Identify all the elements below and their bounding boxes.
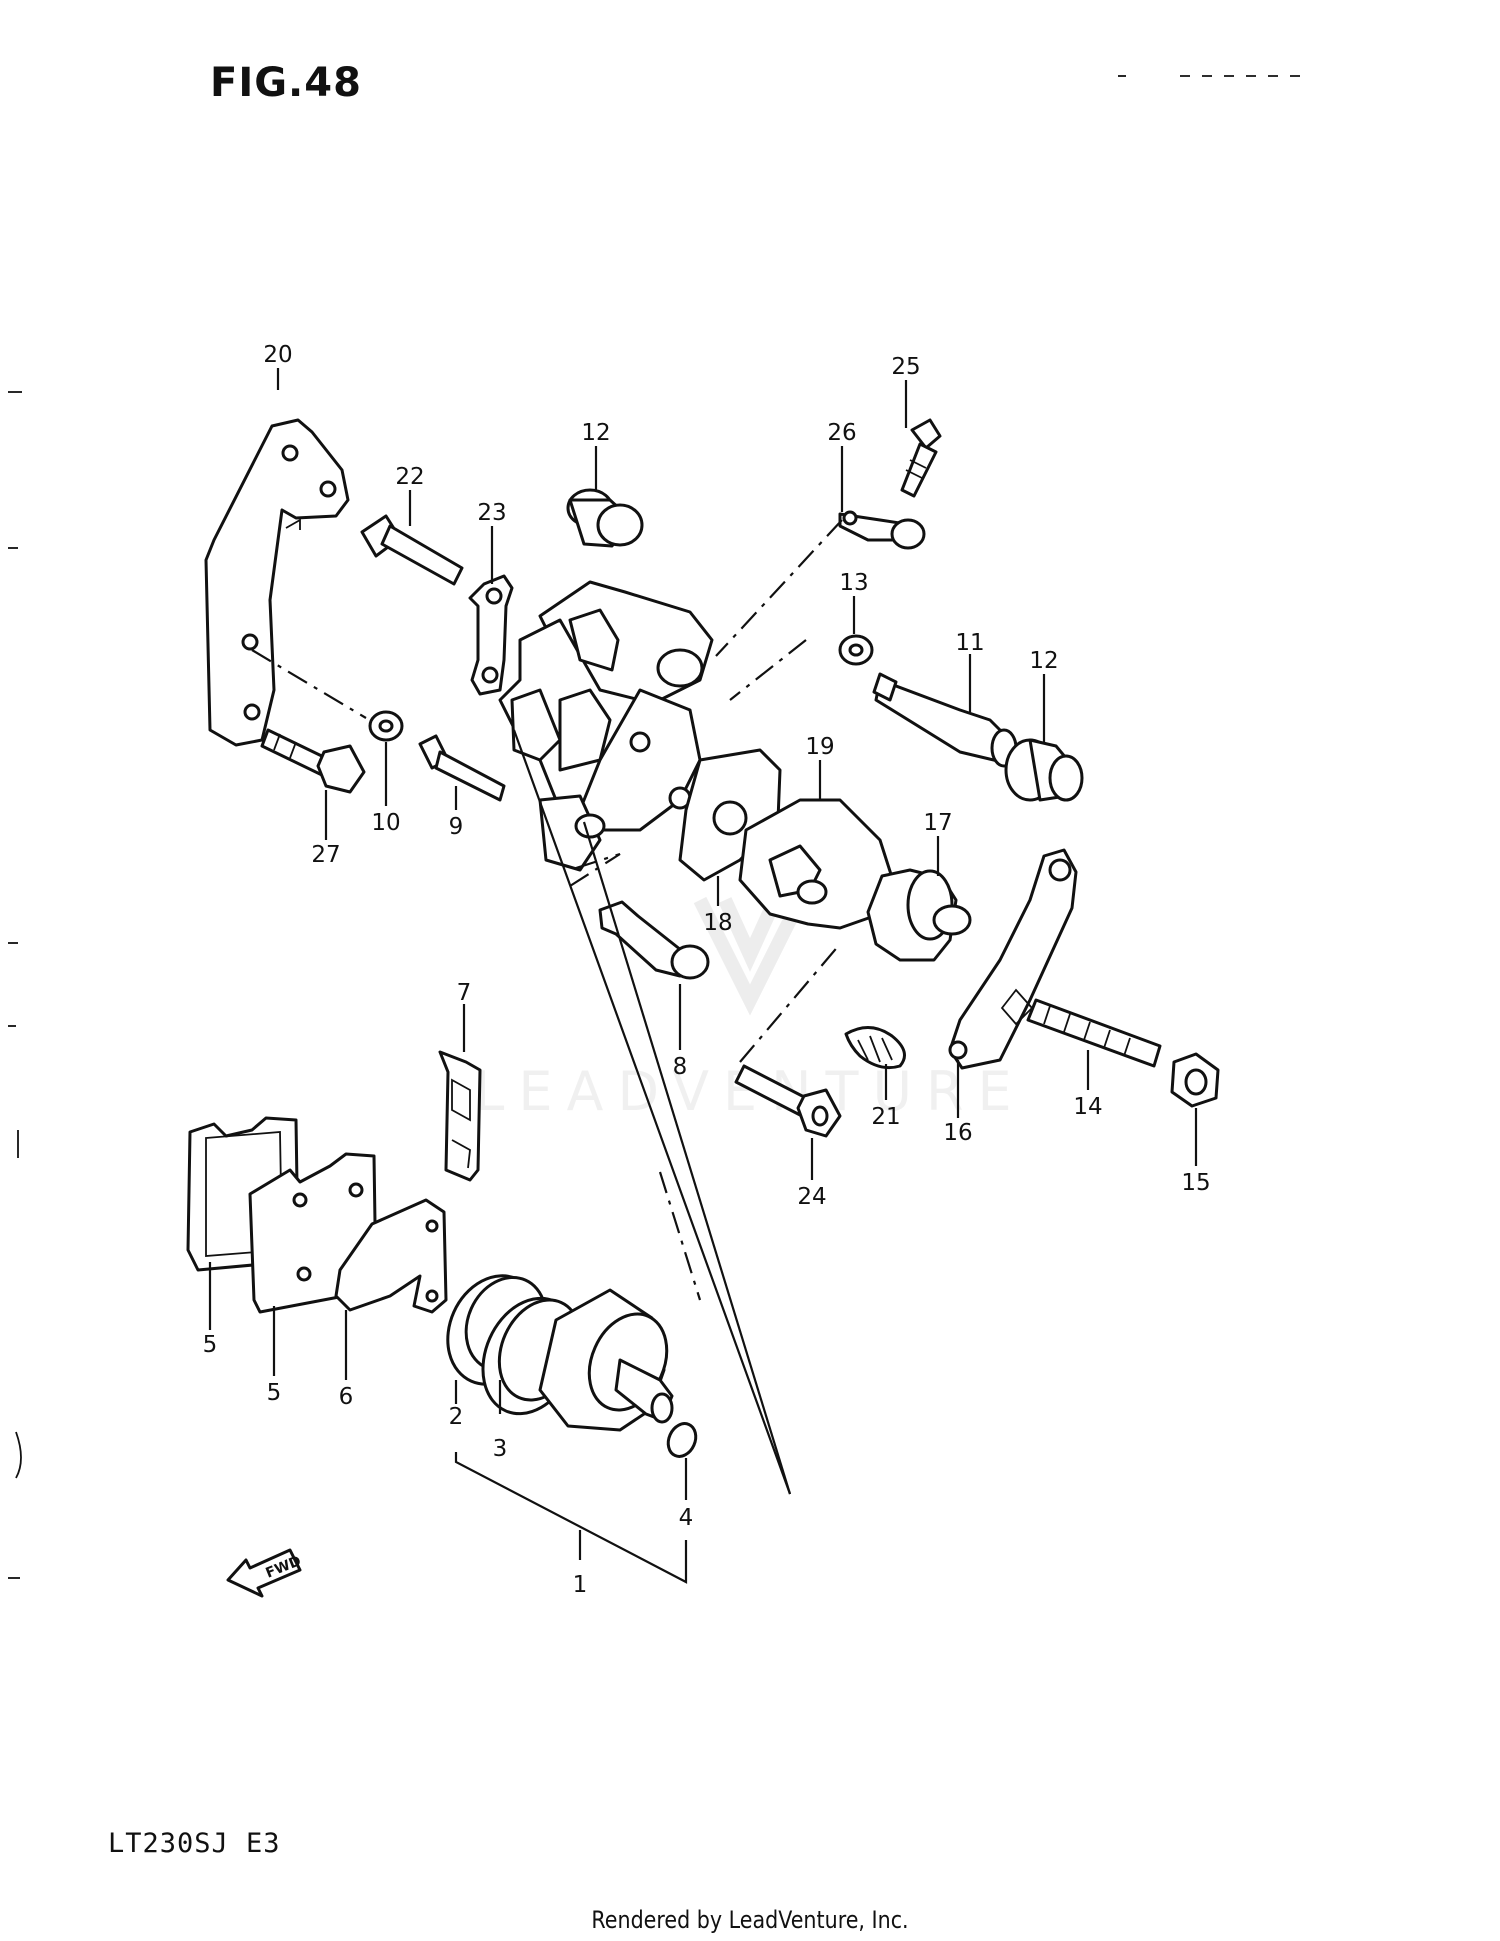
part-4-o-ring xyxy=(666,1422,698,1458)
callout-13: 13 xyxy=(839,570,868,596)
callout-25: 25 xyxy=(891,354,920,380)
callout-8: 8 xyxy=(673,1054,688,1080)
render-credit: Rendered by LeadVenture, Inc. xyxy=(591,1906,909,1934)
callout-19: 19 xyxy=(805,734,834,760)
part-18-gasket xyxy=(678,748,782,882)
part-9-slide-pin xyxy=(418,734,506,802)
leader-lines xyxy=(208,368,1198,1584)
callout-10: 10 xyxy=(371,810,400,836)
callout-27: 27 xyxy=(311,842,340,868)
callout-11: 11 xyxy=(955,630,984,656)
part-27-bolt xyxy=(260,728,366,794)
callout-22: 22 xyxy=(395,464,424,490)
part-22-bolt xyxy=(360,514,464,586)
alignment-lines xyxy=(251,519,843,1301)
callout-12a: 12 xyxy=(581,420,610,446)
callout-6: 6 xyxy=(339,1384,354,1410)
leadventure-logo-icon xyxy=(693,896,807,1016)
callout-14: 14 xyxy=(1073,1094,1102,1120)
callout-15: 15 xyxy=(1181,1170,1210,1196)
callout-7: 7 xyxy=(457,980,472,1006)
callout-20: 20 xyxy=(263,342,292,368)
part-10-washer xyxy=(368,710,404,742)
caliper-body xyxy=(498,580,714,872)
part-21-spring xyxy=(844,1026,906,1070)
callout-1: 1 xyxy=(573,1572,588,1598)
part-24-bolt xyxy=(734,1064,842,1138)
callout-5a: 5 xyxy=(203,1332,218,1358)
figure-title: FIG.48 xyxy=(210,60,362,106)
callout-labels: 1 2 3 4 5 5 6 7 8 9 10 11 12 12 13 14 15… xyxy=(203,342,1211,1598)
part-13-washer xyxy=(838,634,874,666)
fwd-arrow-icon: FWD xyxy=(226,1548,303,1598)
callout-12b: 12 xyxy=(1029,648,1058,674)
part-16-brake-lever xyxy=(948,848,1078,1070)
part-12-boot-lower xyxy=(1004,738,1084,802)
part-17-cam-cover xyxy=(866,868,972,962)
callout-16: 16 xyxy=(943,1120,972,1146)
part-12-boot-upper xyxy=(566,488,644,548)
part-14-adjusting-bolt xyxy=(1026,998,1162,1068)
part-20-caliper-bracket xyxy=(204,418,350,747)
part-8-pin-bolt xyxy=(598,900,710,980)
callout-24: 24 xyxy=(797,1184,826,1210)
callout-3: 3 xyxy=(493,1436,508,1462)
callout-9: 9 xyxy=(449,814,464,840)
part-26-bleeder-cap xyxy=(838,510,926,550)
part-15-nut xyxy=(1170,1052,1220,1108)
callout-2: 2 xyxy=(449,1404,464,1430)
margin-marks xyxy=(8,75,1310,1579)
callout-21: 21 xyxy=(871,1104,900,1130)
part-11-slide-pin xyxy=(872,672,1018,768)
callout-4: 4 xyxy=(679,1505,694,1531)
part-6-pad-shim xyxy=(334,1198,448,1314)
callout-26: 26 xyxy=(827,420,856,446)
model-code: LT230SJ E3 xyxy=(108,1828,281,1859)
callout-23: 23 xyxy=(477,500,506,526)
callout-17: 17 xyxy=(923,810,952,836)
part-7-pad-spring xyxy=(438,1050,482,1182)
part-23-lock-plate xyxy=(468,574,514,696)
piston xyxy=(538,1288,674,1432)
part-25-bleeder-valve xyxy=(900,418,942,498)
callout-18: 18 xyxy=(703,910,732,936)
callout-5b: 5 xyxy=(267,1380,282,1406)
